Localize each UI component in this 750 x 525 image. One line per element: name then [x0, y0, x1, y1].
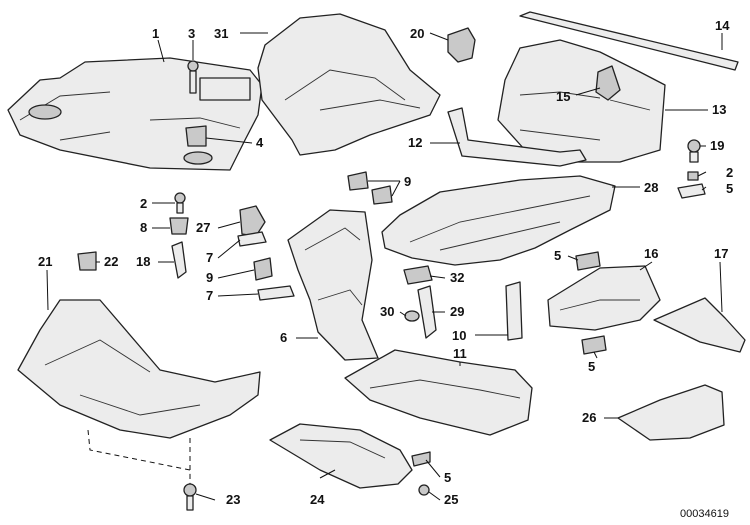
- fasteners-lower: [411, 451, 431, 496]
- part-28-underbody-panel: [381, 175, 616, 266]
- part-32-plate: [403, 265, 433, 285]
- callout-4: 4: [256, 135, 264, 150]
- part-22-nut: [77, 251, 97, 271]
- part-13-duct-housing: [497, 39, 666, 163]
- callout-5-bottom: 5: [444, 470, 451, 485]
- assembly-lines: [87, 429, 191, 484]
- leader-lines: [46, 32, 723, 501]
- callout-30: 30: [380, 304, 394, 319]
- fasteners-part-3-4: [185, 60, 207, 147]
- part-10-foam-block: [505, 281, 523, 341]
- callout-21: 21: [38, 254, 52, 269]
- callout-7-upper: 7: [206, 250, 213, 265]
- callout-15: 15: [556, 89, 570, 104]
- callout-20: 20: [410, 26, 424, 41]
- part-16-intake-duct: [547, 265, 661, 331]
- callout-2-left: 2: [140, 196, 147, 211]
- callout-27: 27: [196, 220, 210, 235]
- callout-16: 16: [644, 246, 658, 261]
- part-9-pad-upper: [347, 171, 393, 205]
- part-21-air-guide: [17, 299, 261, 439]
- callout-5-mid: 5: [554, 248, 561, 263]
- callout-9-lower: 9: [206, 270, 213, 285]
- callout-9-upper: 9: [404, 174, 411, 189]
- callout-10: 10: [452, 328, 466, 343]
- callout-23: 23: [226, 492, 240, 507]
- part-26-rear-shield: [617, 384, 725, 441]
- callout-13: 13: [712, 102, 726, 117]
- callout-19: 19: [710, 138, 724, 153]
- part-30-grommet: [404, 310, 420, 322]
- callout-32: 32: [450, 270, 464, 285]
- part-12-seal: [447, 107, 587, 167]
- part-24-lower-tray: [269, 423, 413, 489]
- part-1-engine-shield: [7, 57, 263, 171]
- part-17-deflector: [653, 297, 746, 353]
- fasteners-left-mid: [169, 192, 189, 235]
- part-27-hook: [239, 205, 266, 237]
- callout-22: 22: [104, 254, 118, 269]
- callout-5-lower-right: 5: [588, 359, 595, 374]
- part-23-screw: [183, 483, 197, 511]
- diagram-reference-number: 00034619: [680, 508, 729, 520]
- callout-3: 3: [188, 26, 195, 41]
- callout-24: 24: [310, 492, 325, 507]
- callout-6: 6: [280, 330, 287, 345]
- callout-14: 14: [715, 18, 730, 33]
- callout-28: 28: [644, 180, 658, 195]
- part-14-strip: [519, 11, 739, 71]
- part-29-bracket: [417, 285, 437, 339]
- callout-labels: 1 3 31 20 14 15 13 12 4 19 2 5 28 9 2 8 …: [38, 18, 733, 507]
- part-11-lower-shield: [344, 349, 533, 436]
- part-31-side-shield: [257, 13, 441, 156]
- part-5-clips-mid: [575, 251, 607, 355]
- callout-1: 1: [152, 26, 159, 41]
- callout-18: 18: [136, 254, 150, 269]
- part-18-bracket: [171, 241, 187, 279]
- part-20-clip: [447, 27, 476, 63]
- callout-8: 8: [140, 220, 147, 235]
- callout-31: 31: [214, 26, 228, 41]
- part-6-center-panel: [287, 209, 379, 361]
- fasteners-right-upper: [677, 139, 706, 199]
- callout-12: 12: [408, 135, 422, 150]
- callout-29: 29: [450, 304, 464, 319]
- callout-2-right: 2: [726, 165, 733, 180]
- callout-25: 25: [444, 492, 458, 507]
- callout-26: 26: [582, 410, 596, 425]
- callout-7-lower: 7: [206, 288, 213, 303]
- callout-11: 11: [453, 346, 467, 361]
- parts-7-9-pads: [237, 231, 295, 301]
- callout-17: 17: [714, 246, 728, 261]
- callout-5-right: 5: [726, 181, 733, 196]
